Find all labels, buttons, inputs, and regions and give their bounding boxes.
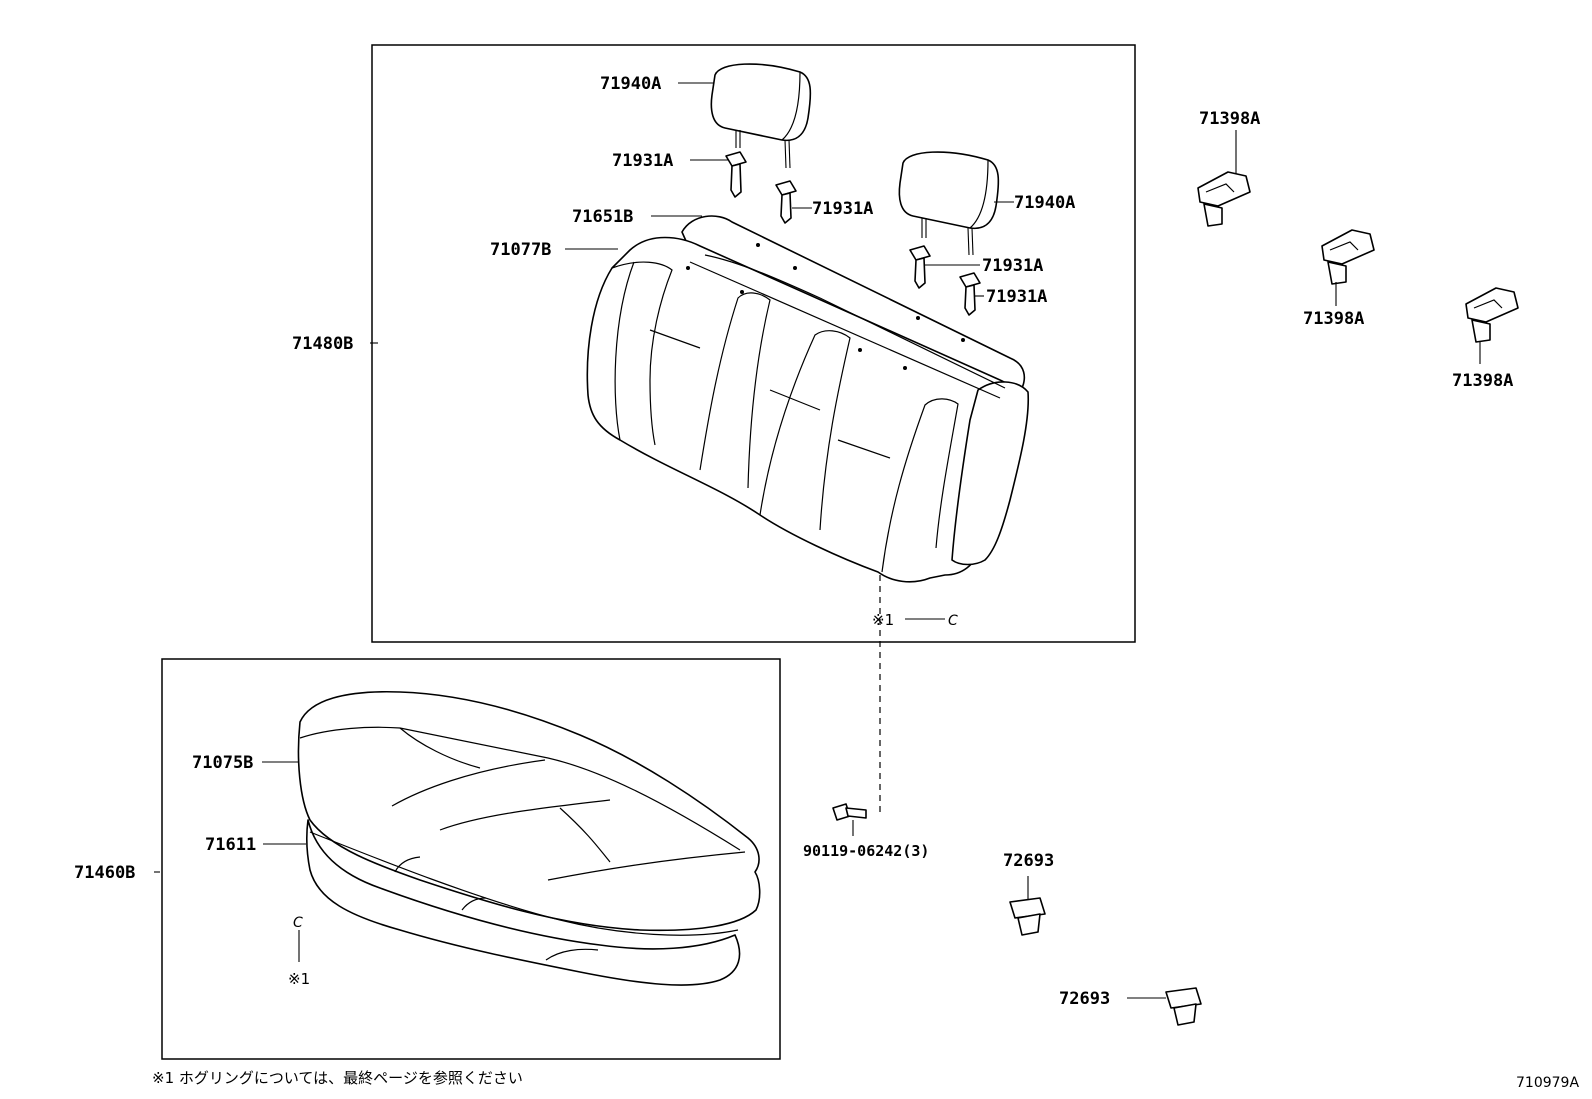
label-cushion-pad: 71611 bbox=[205, 835, 256, 855]
seat-cushion-icon bbox=[297, 690, 761, 986]
headrest-support-4-icon bbox=[959, 272, 981, 316]
label-bolt: 90119-06242(3) bbox=[803, 842, 929, 860]
headrest-support-2-icon bbox=[775, 180, 797, 224]
seat-back-icon bbox=[586, 215, 1030, 583]
clip-1-icon bbox=[1009, 897, 1046, 936]
label-support-2: 71931A bbox=[812, 199, 873, 219]
label-support-3: 71931A bbox=[982, 256, 1043, 276]
label-hook-3: 71398A bbox=[1452, 371, 1513, 391]
label-headrest-left: 71940A bbox=[600, 74, 661, 94]
headrest-right-icon bbox=[898, 151, 1000, 256]
label-cushion-cover: 71075B bbox=[192, 753, 253, 773]
callout-cushion-ring: C bbox=[293, 915, 303, 931]
label-support-4: 71931A bbox=[986, 287, 1047, 307]
bolt-icon bbox=[832, 803, 867, 821]
label-hook-2: 71398A bbox=[1303, 309, 1364, 329]
footnote: ※1 ホグリングについては、最終ページを参照ください bbox=[152, 1069, 523, 1087]
headrest-support-1-icon bbox=[725, 151, 747, 198]
headrest-support-3-icon bbox=[909, 245, 931, 289]
clip-2-icon bbox=[1165, 987, 1202, 1026]
figure-number: 710979A bbox=[1516, 1075, 1579, 1091]
seat-cushion-group-frame bbox=[161, 658, 781, 1060]
label-headrest-right: 71940A bbox=[1014, 193, 1075, 213]
callout-back-ring: C bbox=[948, 613, 958, 629]
label-cushion-assembly: 71460B bbox=[74, 863, 135, 883]
headrest-left-icon bbox=[710, 63, 812, 169]
label-support-1: 71931A bbox=[612, 151, 673, 171]
label-clip-1: 72693 bbox=[1003, 851, 1054, 871]
callout-cushion-mark: ※1 bbox=[288, 970, 310, 988]
label-hook-1: 71398A bbox=[1199, 109, 1260, 129]
leader-lines bbox=[154, 82, 1481, 999]
label-back-assembly: 71480B bbox=[292, 334, 353, 354]
callout-back-mark: ※1 bbox=[872, 611, 894, 629]
hook-1-icon bbox=[1197, 171, 1251, 227]
label-clip-2: 72693 bbox=[1059, 989, 1110, 1009]
label-back-frame: 71651B bbox=[572, 207, 633, 227]
hook-3-icon bbox=[1465, 287, 1519, 343]
hook-2-icon bbox=[1321, 229, 1375, 285]
label-back-cover: 71077B bbox=[490, 240, 551, 260]
